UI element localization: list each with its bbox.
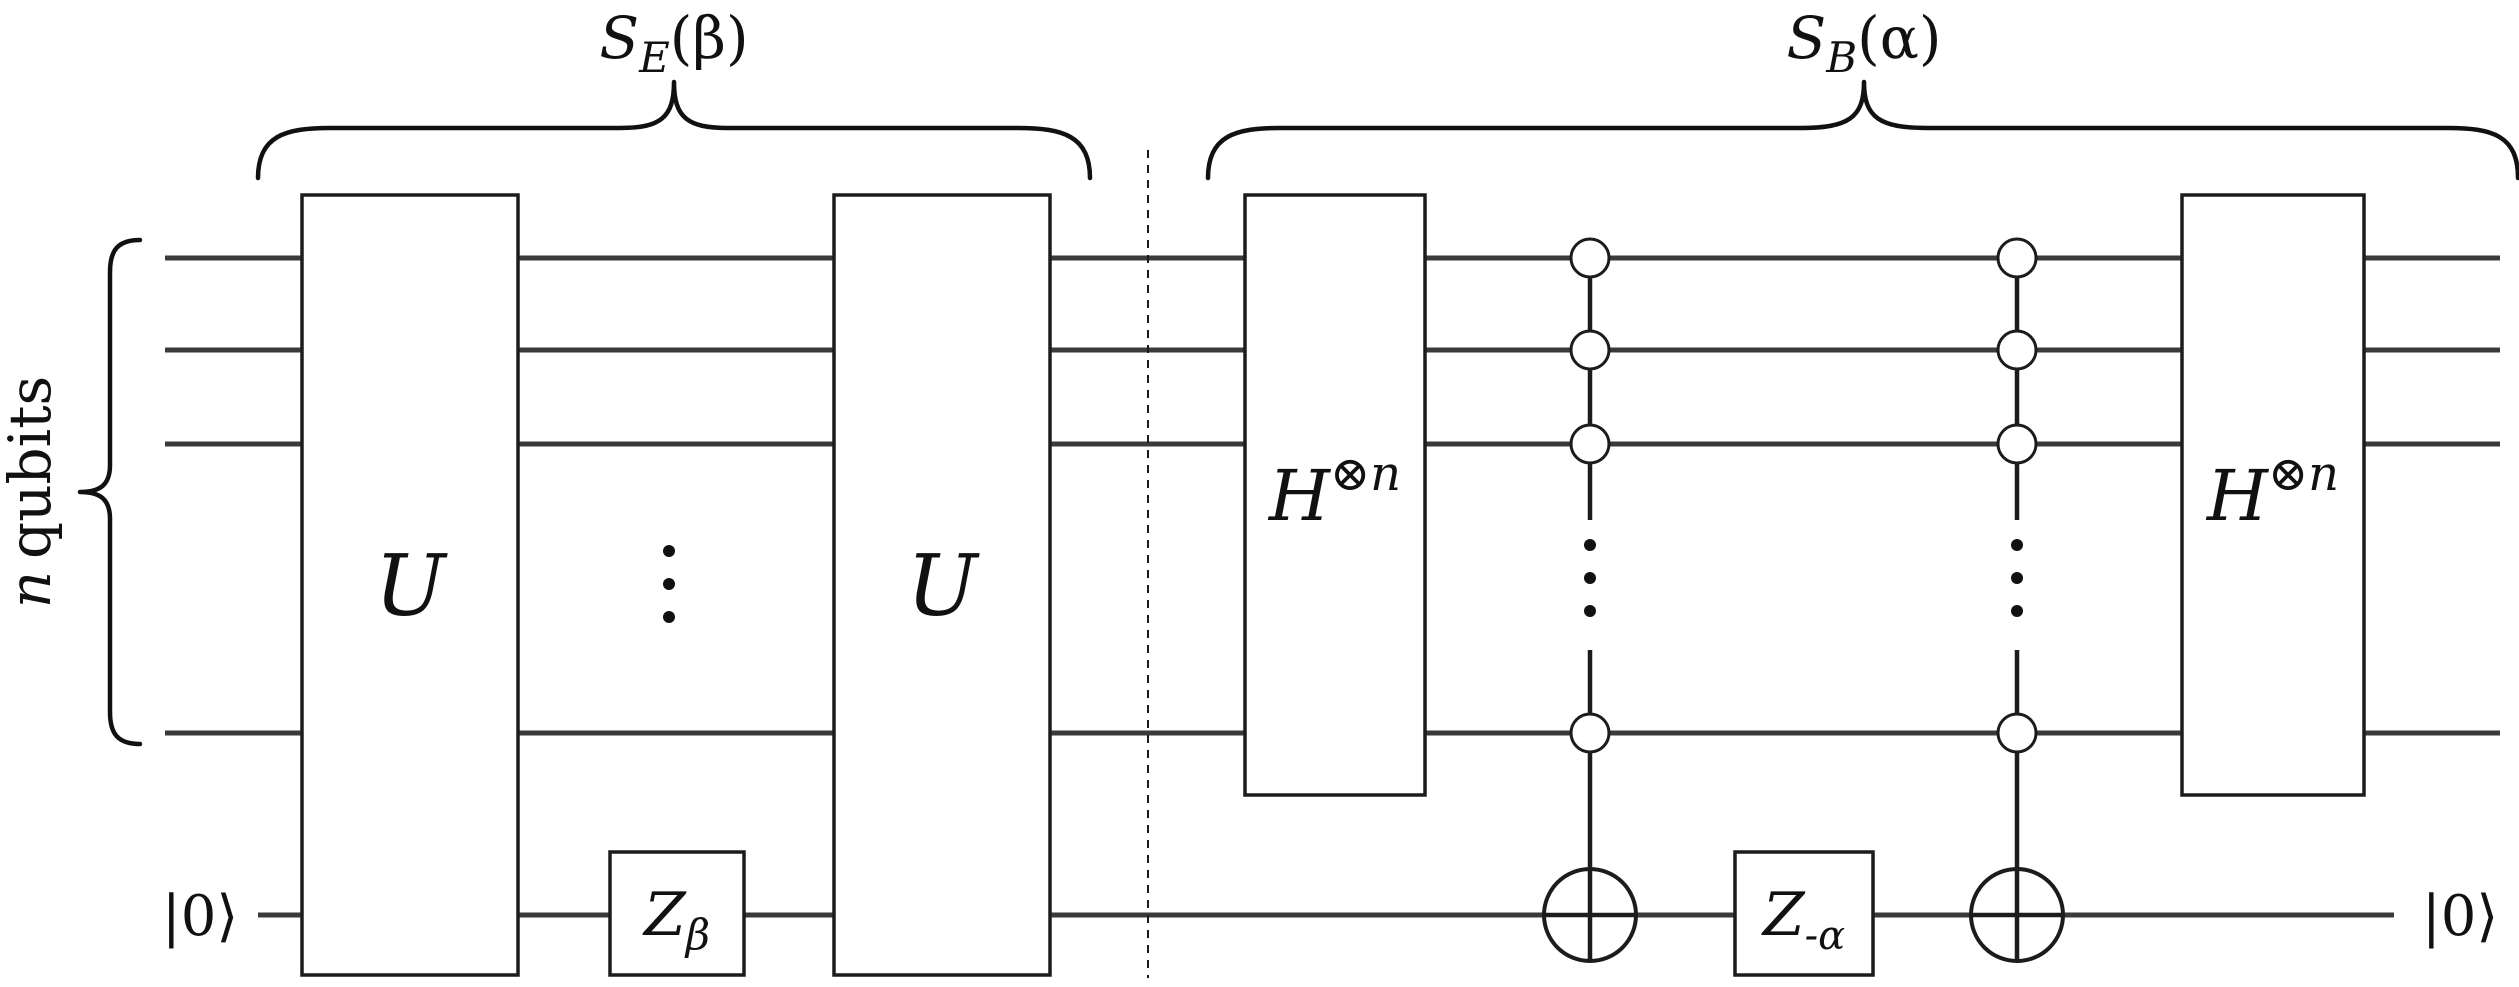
ancilla-output-ket: |0⟩ bbox=[2422, 884, 2498, 949]
u-gate-2 bbox=[832, 193, 1052, 977]
control-open-circle bbox=[1996, 329, 2038, 371]
control-open-circle bbox=[1569, 712, 1611, 754]
h-gate-2-label: H⊗n bbox=[2205, 446, 2339, 537]
multi-controlled-not-2 bbox=[1969, 237, 2065, 963]
u-gate-1 bbox=[300, 193, 520, 977]
h-gate-2 bbox=[2180, 193, 2366, 797]
qubits-brace bbox=[77, 237, 143, 747]
se-brace bbox=[255, 79, 1093, 181]
control-open-circle bbox=[1569, 423, 1611, 465]
control-open-circle bbox=[1996, 237, 2038, 279]
ancilla-input-ket: |0⟩ bbox=[162, 884, 238, 949]
z-beta-label: Zβ bbox=[642, 880, 710, 959]
u-gate-2-label: U bbox=[907, 537, 981, 635]
sb-brace bbox=[1205, 79, 2519, 181]
z-minus-alpha-label: Z-α bbox=[1761, 880, 1845, 959]
control-open-circle bbox=[1996, 423, 2038, 465]
z-minus-alpha-gate bbox=[1733, 850, 1875, 977]
qubits-label: nqubits bbox=[0, 376, 64, 609]
se-label: SE(β) bbox=[599, 4, 748, 82]
control-open-circle bbox=[1996, 712, 2038, 754]
u-gate-1-label: U bbox=[375, 537, 449, 635]
z-beta-gate bbox=[608, 850, 746, 977]
multi-controlled-not-1 bbox=[1542, 237, 1638, 963]
control-open-circle bbox=[1569, 329, 1611, 371]
h-gate-1-label: H⊗n bbox=[1267, 446, 1401, 537]
ellipsis-vertical-1 bbox=[663, 545, 675, 623]
h-gate-1 bbox=[1243, 193, 1427, 797]
sb-label: SB(α) bbox=[1786, 4, 1941, 82]
control-open-circle bbox=[1569, 237, 1611, 279]
